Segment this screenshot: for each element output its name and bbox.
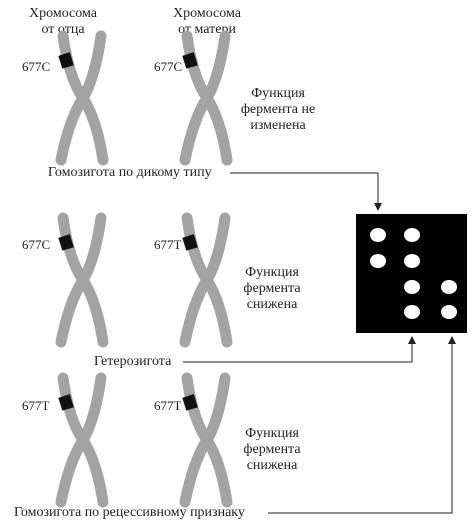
allele-band — [182, 52, 198, 69]
header-mother-line-1: Хромосома — [173, 6, 241, 21]
function-text-row1-line-2: фермента не — [240, 102, 316, 117]
function-text-row2-line-1: Функция — [245, 265, 299, 280]
chromosome-arm — [55, 434, 89, 508]
arrow-homozygote-recessive — [268, 336, 456, 514]
chromosome-row2-left — [55, 212, 109, 348]
allele-band — [182, 234, 198, 251]
gel-band-lane1-lower — [370, 254, 386, 268]
gel-band-lane3-upper — [441, 280, 457, 294]
gel-band-lane3-lower — [441, 305, 457, 319]
chromosome-arm — [179, 434, 213, 508]
allele-band — [58, 234, 74, 251]
chromosome-row3-left — [55, 372, 109, 508]
chromosome-arm — [77, 372, 107, 446]
chromosome-arm — [77, 30, 107, 104]
allele-label-row2-right: 677T — [154, 237, 182, 252]
chromosome-row1-left — [55, 30, 109, 166]
header-father-line-2: от отца — [41, 22, 85, 37]
arrow-heterozygote — [183, 336, 416, 363]
chromosome-row1-right — [179, 30, 233, 166]
allele-label-row1-right: 677C — [154, 59, 183, 74]
chromosome-arm — [201, 434, 233, 508]
allele-band — [182, 394, 198, 411]
chromosome-arm — [201, 274, 233, 348]
allele-label-row2-left: 677C — [22, 237, 51, 252]
chromosome-arm — [55, 92, 89, 166]
allele-band — [58, 52, 74, 69]
chromosome-arm — [77, 92, 109, 166]
function-text-row2-line-2: фермента — [243, 281, 301, 296]
function-text-row3-line-3: снижена — [246, 458, 298, 473]
chromosome-arm — [77, 274, 109, 348]
gel-band-lane2-bottom — [404, 305, 420, 319]
function-text-row1: Функция фермента не изменена — [228, 86, 328, 134]
chromosome-arm — [77, 212, 107, 286]
arrow-homozygote-wild — [230, 172, 382, 211]
chromosomes — [55, 30, 233, 508]
gel-band-lane2-lower — [404, 280, 420, 294]
chromosome-arm — [201, 212, 231, 286]
function-text-row3-line-2: фермента — [243, 442, 301, 457]
header-father-line-1: Хромосома — [29, 6, 97, 21]
chromosome-arm — [179, 92, 213, 166]
gel-band-lane2-upper — [404, 228, 420, 242]
header-father: Хромосома от отца — [8, 6, 118, 38]
gel-band-lane1-upper — [370, 228, 386, 242]
function-text-row3: Функция фермента снижена — [222, 426, 322, 474]
allele-label-row3-left: 677T — [22, 398, 50, 413]
gel-bands — [370, 228, 457, 319]
function-text-row2-line-3: снижена — [246, 297, 298, 312]
function-text-row1-line-1: Функция — [251, 86, 305, 101]
chromosome-arm — [201, 30, 231, 104]
allele-label-row1-left: 677C — [22, 59, 51, 74]
allele-label-row3-right: 677T — [154, 398, 182, 413]
function-text-row3-line-1: Функция — [245, 426, 299, 441]
function-text-row1-line-3: изменена — [250, 118, 306, 133]
chromosome-arm — [201, 372, 231, 446]
function-text-row2: Функция фермента снижена — [222, 265, 322, 313]
genotype-label-row2: Гетерозигота — [94, 354, 172, 369]
chromosome-arm — [179, 274, 213, 348]
genotype-label-row3: Гомозигота по рецессивному признаку — [14, 505, 245, 520]
chromosome-arm — [55, 274, 89, 348]
genotype-label-row1: Гомозигота по дикому типу — [48, 165, 212, 180]
chromosome-row3-right — [179, 372, 233, 508]
allele-band — [58, 394, 74, 411]
chromosome-row2-right — [179, 212, 233, 348]
chromosome-arm — [201, 92, 233, 166]
gel-band-lane2-middle — [404, 254, 420, 268]
chromosome-arm — [77, 434, 109, 508]
